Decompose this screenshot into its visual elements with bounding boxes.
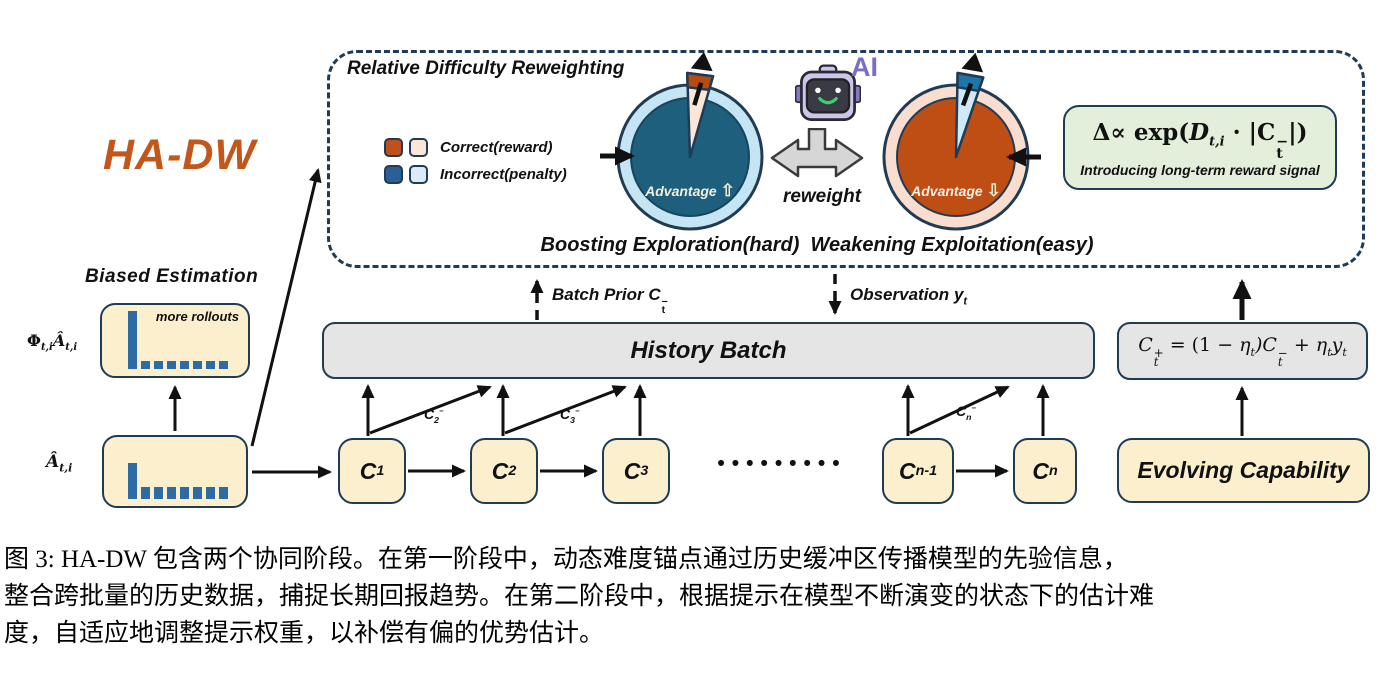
phi-a-label: Φt,iÂt,i xyxy=(27,331,78,354)
incorrect-dark-swatch xyxy=(384,165,403,184)
relative-difficulty-panel xyxy=(327,50,1365,268)
incorrect-light-swatch xyxy=(409,165,428,184)
advantage-estimate-box xyxy=(102,435,248,508)
legend-label-correct: Correct(reward) xyxy=(440,139,553,156)
reweight-label: reweight xyxy=(782,186,862,207)
hard-prompt-gauge xyxy=(616,51,764,231)
ai-label: AI xyxy=(851,52,878,82)
legend: Correct(reward) Incorrect(penalty) xyxy=(384,138,567,192)
reweighted-advantage-box: more rollouts xyxy=(100,303,250,378)
update-rule-box: C+t = (1 − ηt)C−t + ηtyt xyxy=(1117,322,1368,380)
easy-prompt-gauge xyxy=(882,52,1030,231)
edge-label-c3: C3− xyxy=(560,406,580,425)
weakening-exploitation-label: Weakening Exploitation(easy) xyxy=(810,234,1094,256)
legend-row-incorrect: Incorrect(penalty) xyxy=(384,165,567,184)
correct-dark-swatch xyxy=(384,138,403,157)
legend-label-incorrect: Incorrect(penalty) xyxy=(440,166,567,183)
legend-row-correct: Correct(reward) xyxy=(384,138,567,157)
delta-formula-box: Δ∝ exp(Dt,i · |C−t|) Introducing long-te… xyxy=(1063,105,1337,190)
advantage-up-icon: ⇧ xyxy=(720,181,735,200)
edge-label-c2: C2− xyxy=(424,406,444,425)
evolving-capability-box: Evolving Capability xyxy=(1117,438,1370,503)
panel-title: Relative Difficulty Reweighting xyxy=(347,58,625,79)
delta-formula-subtitle: Introducing long-term reward signal xyxy=(1080,162,1320,179)
boosting-exploration-label: Boosting Exploration(hard) xyxy=(540,234,800,256)
more-rollouts-label: more rollouts xyxy=(155,309,239,324)
delta-formula: Δ∝ exp(Dt,i · |C−t|) xyxy=(1092,119,1308,162)
edge-label-cn: Cn− xyxy=(956,403,976,422)
chain-ellipsis: ••••••••• xyxy=(717,452,847,475)
figure-caption: 图 3: HA-DW 包含两个协同阶段。在第一阶段中，动态难度锚点通过历史缓冲区… xyxy=(4,541,1396,652)
right-gauge-label: Advantage ⇩ xyxy=(911,181,1001,200)
advantage-estimate-bars xyxy=(128,463,228,499)
caption-line-1: 图 3: HA-DW 包含两个协同阶段。在第一阶段中，动态难度锚点通过历史缓冲区… xyxy=(4,546,1128,573)
history-batch-label: History Batch xyxy=(630,336,787,364)
batch-prior-label: Batch Prior C−t xyxy=(552,285,668,317)
update-rule-formula: C+t = (1 − ηt)C−t + ηtyt xyxy=(1138,334,1347,370)
brand-title: HA-DW xyxy=(103,131,257,179)
ai-robot-icon xyxy=(795,64,861,122)
evolving-capability-label: Evolving Capability xyxy=(1137,457,1350,483)
history-batch-bar: History Batch xyxy=(322,322,1095,379)
advantage-down-icon: ⇩ xyxy=(986,181,1001,200)
correct-light-swatch xyxy=(409,138,428,157)
reweight-arrow-icon xyxy=(770,128,864,178)
reweighted-advantage-bars xyxy=(128,311,228,369)
a-hat-label: Ât,i xyxy=(46,452,73,475)
biased-estimation-title: Biased Estimation xyxy=(85,266,259,287)
left-gauge-label: Advantage ⇧ xyxy=(645,181,735,200)
caption-line-2: 整合跨批量的历史数据，捕捉长期回报趋势。在第二阶段中，根据提示在模型不断演变的状… xyxy=(4,583,1155,610)
observation-label: Observation yt xyxy=(850,285,968,308)
caption-line-3: 度，自适应地调整提示权重，以补偿有偏的优势估计。 xyxy=(4,620,605,647)
